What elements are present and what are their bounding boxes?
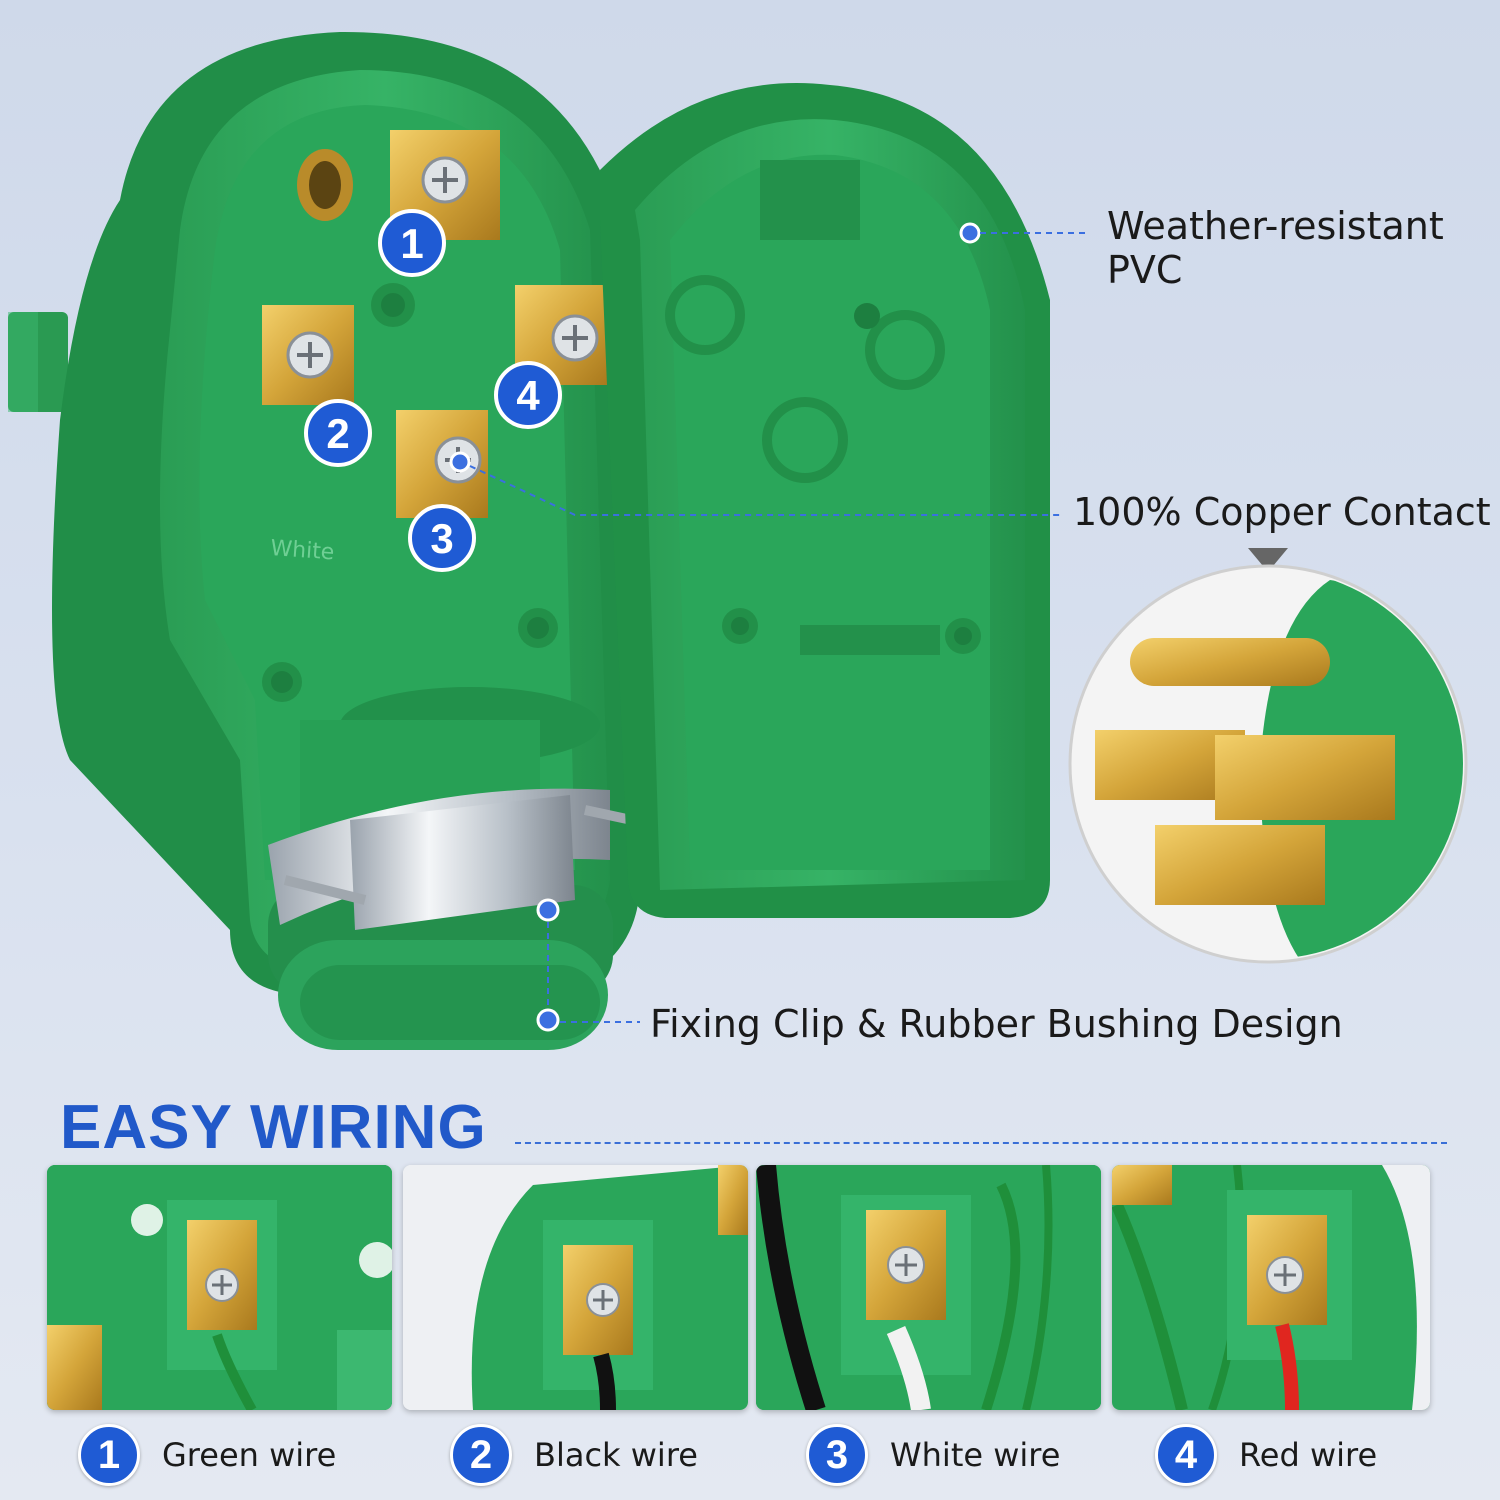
- plug-body-left: White: [52, 31, 640, 995]
- svg-text:1: 1: [400, 220, 423, 267]
- wire-label-text: Green wire: [162, 1436, 337, 1474]
- terminal-2: [262, 305, 354, 405]
- wire-label-white: 3 White wire: [806, 1424, 1061, 1486]
- wiring-photo-white: [756, 1165, 1101, 1410]
- number-badge-2: 2: [450, 1424, 512, 1486]
- number-badge-3: 3: [806, 1424, 868, 1486]
- badge-3: 3: [408, 504, 476, 572]
- number-badge-1: 1: [78, 1424, 140, 1486]
- copper-contact-inset: [1068, 548, 1468, 964]
- wire-label-black: 2 Black wire: [450, 1424, 698, 1486]
- white-embossed-mark: White: [270, 536, 336, 565]
- svg-text:4: 4: [516, 372, 540, 419]
- plug-cover-right: [600, 83, 1050, 919]
- callout-copper-contact: 100% Copper Contact: [1073, 490, 1491, 534]
- badge-1: 1: [378, 209, 446, 277]
- badge-4: 4: [494, 361, 562, 429]
- wire-label-green: 1 Green wire: [78, 1424, 337, 1486]
- wire-label-text: Red wire: [1239, 1436, 1378, 1474]
- wire-label-text: White wire: [890, 1436, 1061, 1474]
- wiring-photo-black: [403, 1165, 748, 1410]
- svg-text:3: 3: [430, 515, 453, 562]
- terminal-badges: 1 2 3 4: [304, 209, 562, 572]
- terminal-3: [396, 410, 488, 518]
- callout-weather-resistant: Weather-resistant PVC: [1107, 204, 1444, 292]
- callout-fixing-clip: Fixing Clip & Rubber Bushing Design: [650, 1002, 1343, 1046]
- plug-illustration: White 1 2 3: [8, 31, 1468, 1050]
- wire-label-red: 4 Red wire: [1155, 1424, 1378, 1486]
- wire-label-text: Black wire: [534, 1436, 698, 1474]
- badge-2: 2: [304, 399, 372, 467]
- terminal-4: [515, 285, 607, 385]
- fixing-clip: [268, 788, 657, 1050]
- wiring-photo-green: [47, 1165, 392, 1410]
- easy-wiring-title: EASY WIRING: [60, 1093, 487, 1162]
- wiring-photo-red: [1112, 1165, 1430, 1410]
- callout-leaders: [449, 222, 1085, 1032]
- easy-wiring-divider: [515, 1142, 1447, 1144]
- number-badge-4: 4: [1155, 1424, 1217, 1486]
- plug-side-prong: [8, 312, 68, 412]
- svg-text:2: 2: [326, 410, 349, 457]
